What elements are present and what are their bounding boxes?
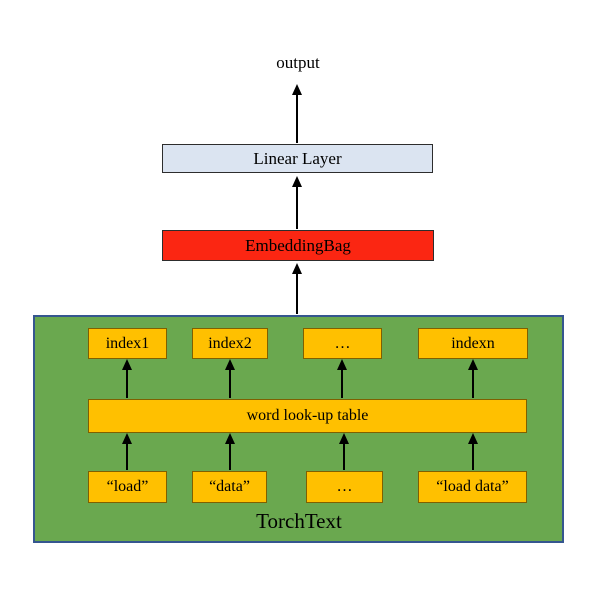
arrowhead-icon xyxy=(468,359,478,370)
word-box-data: “data” xyxy=(192,471,267,503)
arrow-ellipsis-to-table xyxy=(339,433,349,470)
arrow-embedding-to-linear xyxy=(292,176,302,229)
index-box-2: index2 xyxy=(192,328,268,359)
index-box-n: indexn xyxy=(418,328,528,359)
index-box-ellipsis-label: … xyxy=(334,334,351,352)
arrowhead-icon xyxy=(122,359,132,370)
arrowhead-icon xyxy=(339,433,349,444)
arrow-linear-to-output xyxy=(292,84,302,143)
arrow-data-to-table xyxy=(225,433,235,470)
arrow-loaddata-to-table xyxy=(468,433,478,470)
word-box-load-label: “load” xyxy=(106,478,149,495)
arrowhead-icon xyxy=(292,176,302,187)
embeddingbag-box: EmbeddingBag xyxy=(162,230,434,261)
index-box-n-label: indexn xyxy=(451,334,495,352)
arrowhead-icon xyxy=(225,359,235,370)
arrow-table-to-index1 xyxy=(122,359,132,398)
arrow-load-to-table xyxy=(122,433,132,470)
arrow-torchtext-to-embedding xyxy=(292,263,302,314)
word-lookup-table-label: word look-up table xyxy=(246,407,369,424)
arrowhead-icon xyxy=(122,433,132,444)
word-box-load: “load” xyxy=(88,471,167,503)
arrowhead-icon xyxy=(225,433,235,444)
index-box-ellipsis: … xyxy=(303,328,382,359)
arrow-table-to-ellipsis xyxy=(337,359,347,398)
word-lookup-table-box: word look-up table xyxy=(88,399,527,433)
word-box-loaddata-label: “load data” xyxy=(436,478,509,495)
arrow-table-to-index2 xyxy=(225,359,235,398)
word-box-ellipsis: … xyxy=(306,471,383,503)
arrowhead-icon xyxy=(468,433,478,444)
arrow-table-to-indexn xyxy=(468,359,478,398)
linear-layer-box: Linear Layer xyxy=(162,144,433,173)
word-box-ellipsis-label: … xyxy=(336,478,353,495)
index-box-2-label: index2 xyxy=(208,334,252,352)
arrowhead-icon xyxy=(292,263,302,274)
embeddingbag-label: EmbeddingBag xyxy=(245,235,351,255)
word-box-data-label: “data” xyxy=(209,478,250,495)
linear-layer-label: Linear Layer xyxy=(253,148,342,168)
index-box-1: index1 xyxy=(88,328,167,359)
word-box-loaddata: “load data” xyxy=(418,471,527,503)
torchtext-label: TorchText xyxy=(256,509,342,533)
index-box-1-label: index1 xyxy=(105,334,150,352)
arrowhead-icon xyxy=(292,84,302,95)
arrowhead-icon xyxy=(337,359,347,370)
output-label: output xyxy=(276,53,320,72)
